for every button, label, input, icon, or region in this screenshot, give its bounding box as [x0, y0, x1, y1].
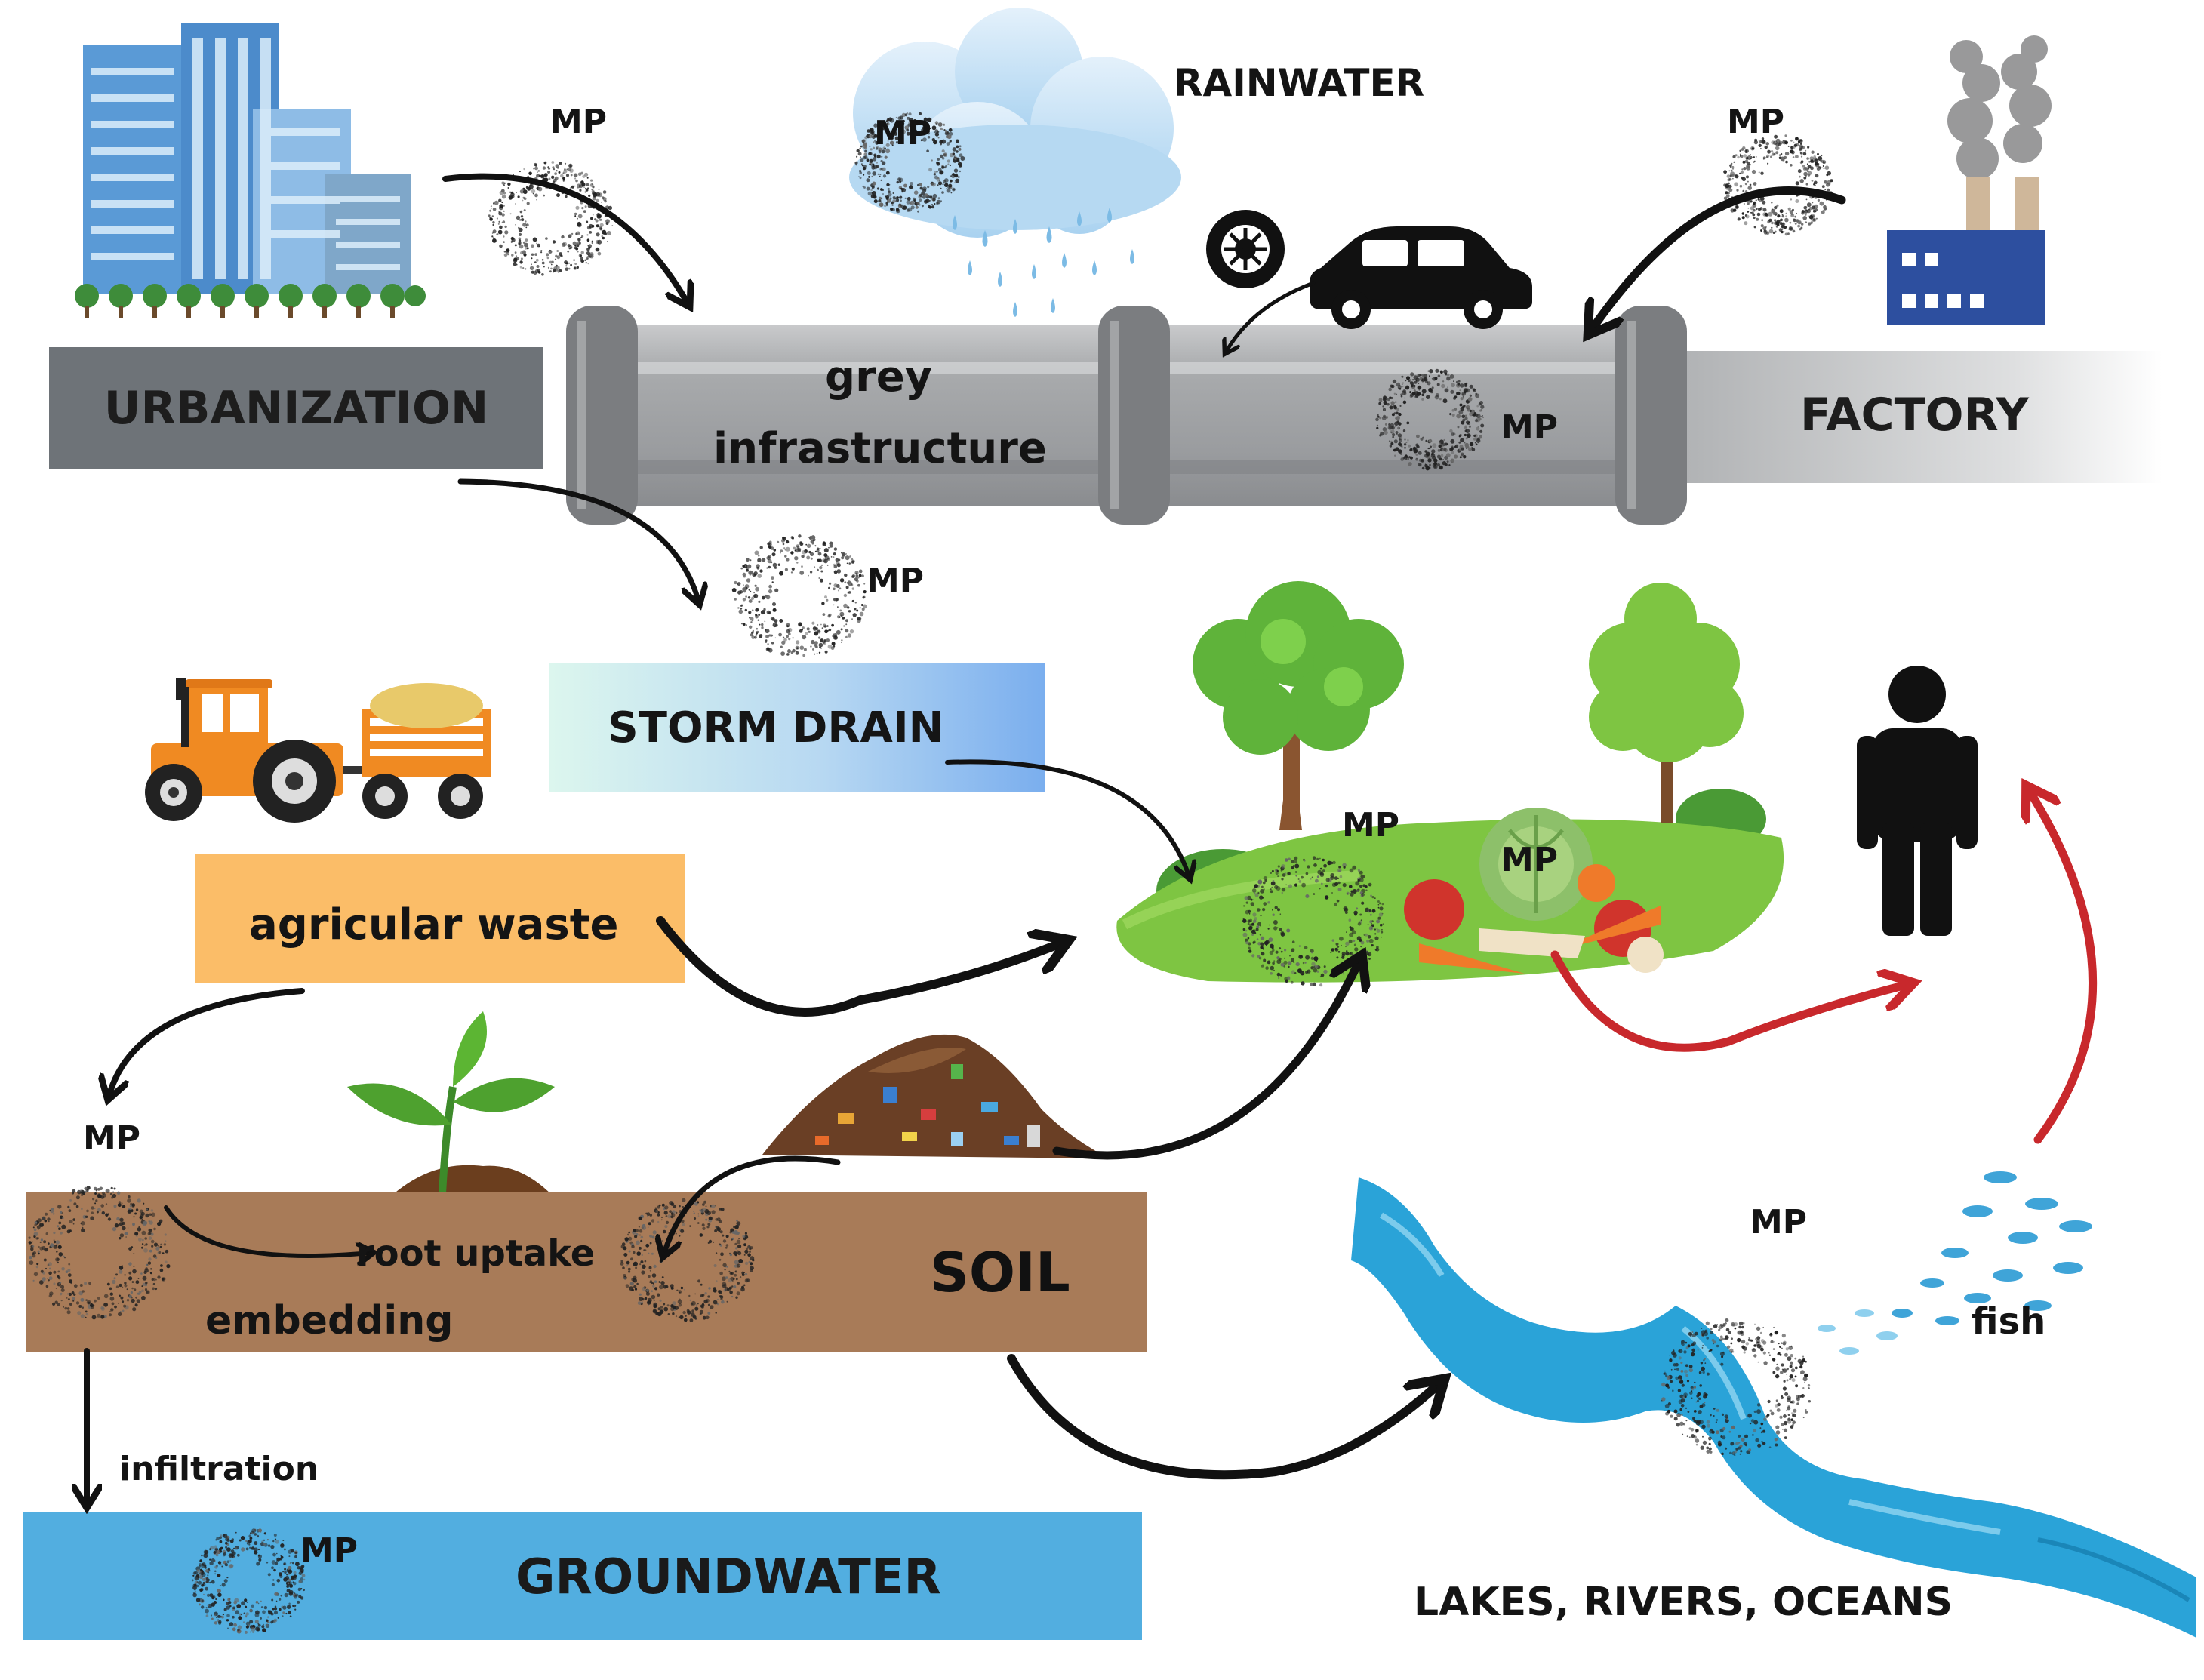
mp-label-river: MP — [1750, 1203, 1808, 1242]
groundwater-box — [23, 1512, 1142, 1640]
arrow-mp-to-seedling — [164, 1205, 370, 1256]
tractor-icon — [145, 678, 491, 823]
flow-arrows — [87, 173, 2098, 1502]
person-icon — [1857, 666, 1978, 936]
pipe-joint-left — [566, 306, 638, 525]
arrow-waste-to-land — [1052, 962, 1359, 1160]
mp-cluster-land — [1242, 856, 1384, 987]
arrow-car-to-pipe — [1227, 281, 1316, 351]
mp-cluster-factory — [1723, 134, 1833, 236]
mp-label-soil: MP — [83, 1119, 141, 1158]
car-icon — [1310, 226, 1532, 329]
urbanization-label: URBANIZATION — [103, 382, 489, 435]
soil-box — [26, 1192, 1147, 1352]
groundwater-label: GROUNDWATER — [516, 1549, 941, 1605]
lakes-rivers-oceans-label: LAKES, RIVERS, OCEANS — [1414, 1580, 1953, 1625]
waste-pile-icon — [762, 1034, 1110, 1158]
mp-label-storm-drain: MP — [867, 562, 925, 600]
mp-cluster-pipe — [1375, 368, 1485, 471]
mp-label-land: MP — [1342, 806, 1400, 845]
mp-cluster-groundwater — [191, 1528, 306, 1634]
city-buildings-icon — [75, 23, 426, 318]
agricultural-waste-label: agricular waste — [249, 900, 619, 949]
grey-infrastructure-pipe — [566, 306, 2162, 525]
fish-school-icon — [1818, 1171, 2092, 1355]
storm-drain-label: STORM DRAIN — [608, 703, 944, 752]
infiltration-label: infiltration — [119, 1450, 319, 1488]
mp-label-factory: MP — [1727, 103, 1785, 141]
river-icon — [1351, 1177, 2196, 1638]
mp-cluster-rainwater — [854, 112, 965, 214]
arrow-soil-to-lakes — [1007, 1354, 1438, 1480]
grey-infrastructure-label-line1: grey — [825, 352, 933, 402]
microplastic-clusters — [28, 112, 1833, 1634]
pipe-joint-middle — [1098, 306, 1170, 525]
arrow-urbanization-to-storm-drain — [457, 478, 698, 600]
root-uptake-label: root uptake — [356, 1232, 596, 1275]
factory-icon — [1887, 35, 2052, 325]
mp-label-pipe: MP — [1501, 408, 1559, 447]
agricultural-waste-box — [195, 854, 685, 983]
arrow-food-to-human — [1550, 950, 1906, 1052]
tire-icon — [1206, 210, 1285, 288]
factory-label: FACTORY — [1800, 389, 2029, 442]
vegetables-icon — [1404, 808, 1664, 974]
arrow-urbanization-to-pipe — [442, 173, 687, 302]
mp-cluster-urbanization — [488, 161, 614, 276]
mp-label-groundwater: MP — [300, 1531, 359, 1570]
mp-label-urbanization: MP — [549, 103, 608, 141]
mp-label-rainwater: MP — [874, 114, 932, 152]
tree-icon — [1589, 583, 1744, 823]
embedding-label: embedding — [205, 1298, 454, 1343]
tree-icon — [1193, 581, 1404, 830]
mp-label-vegetables: MP — [1501, 841, 1559, 879]
pipe-joint-right — [1615, 306, 1687, 525]
storm-drain-box — [549, 663, 1045, 792]
soil-label: SOIL — [930, 1241, 1070, 1304]
arrow-fish-to-human — [2030, 792, 2098, 1144]
rainwater-label: RAINWATER — [1174, 61, 1425, 105]
arrow-agri-waste-to-land — [656, 916, 1060, 1017]
mp-cluster-soil-right — [620, 1198, 755, 1322]
arrow-waste-to-soil — [664, 1155, 841, 1253]
arrow-factory-to-pipe — [1593, 186, 1846, 328]
arrow-agri-waste-to-mp — [109, 988, 305, 1094]
mp-cluster-storm-drain — [731, 534, 867, 657]
factory-pipe-segment — [1664, 351, 2162, 483]
urbanization-box — [49, 347, 543, 469]
grey-infrastructure-label-line2: infrastructure — [713, 424, 1047, 473]
mp-cluster-river — [1661, 1318, 1811, 1457]
seedling-icon — [347, 1011, 566, 1211]
mp-cluster-soil — [28, 1186, 171, 1320]
rain-cloud-icon — [849, 8, 1181, 317]
arrow-storm-drain-to-land — [945, 759, 1189, 875]
fish-label: fish — [1972, 1300, 2046, 1343]
